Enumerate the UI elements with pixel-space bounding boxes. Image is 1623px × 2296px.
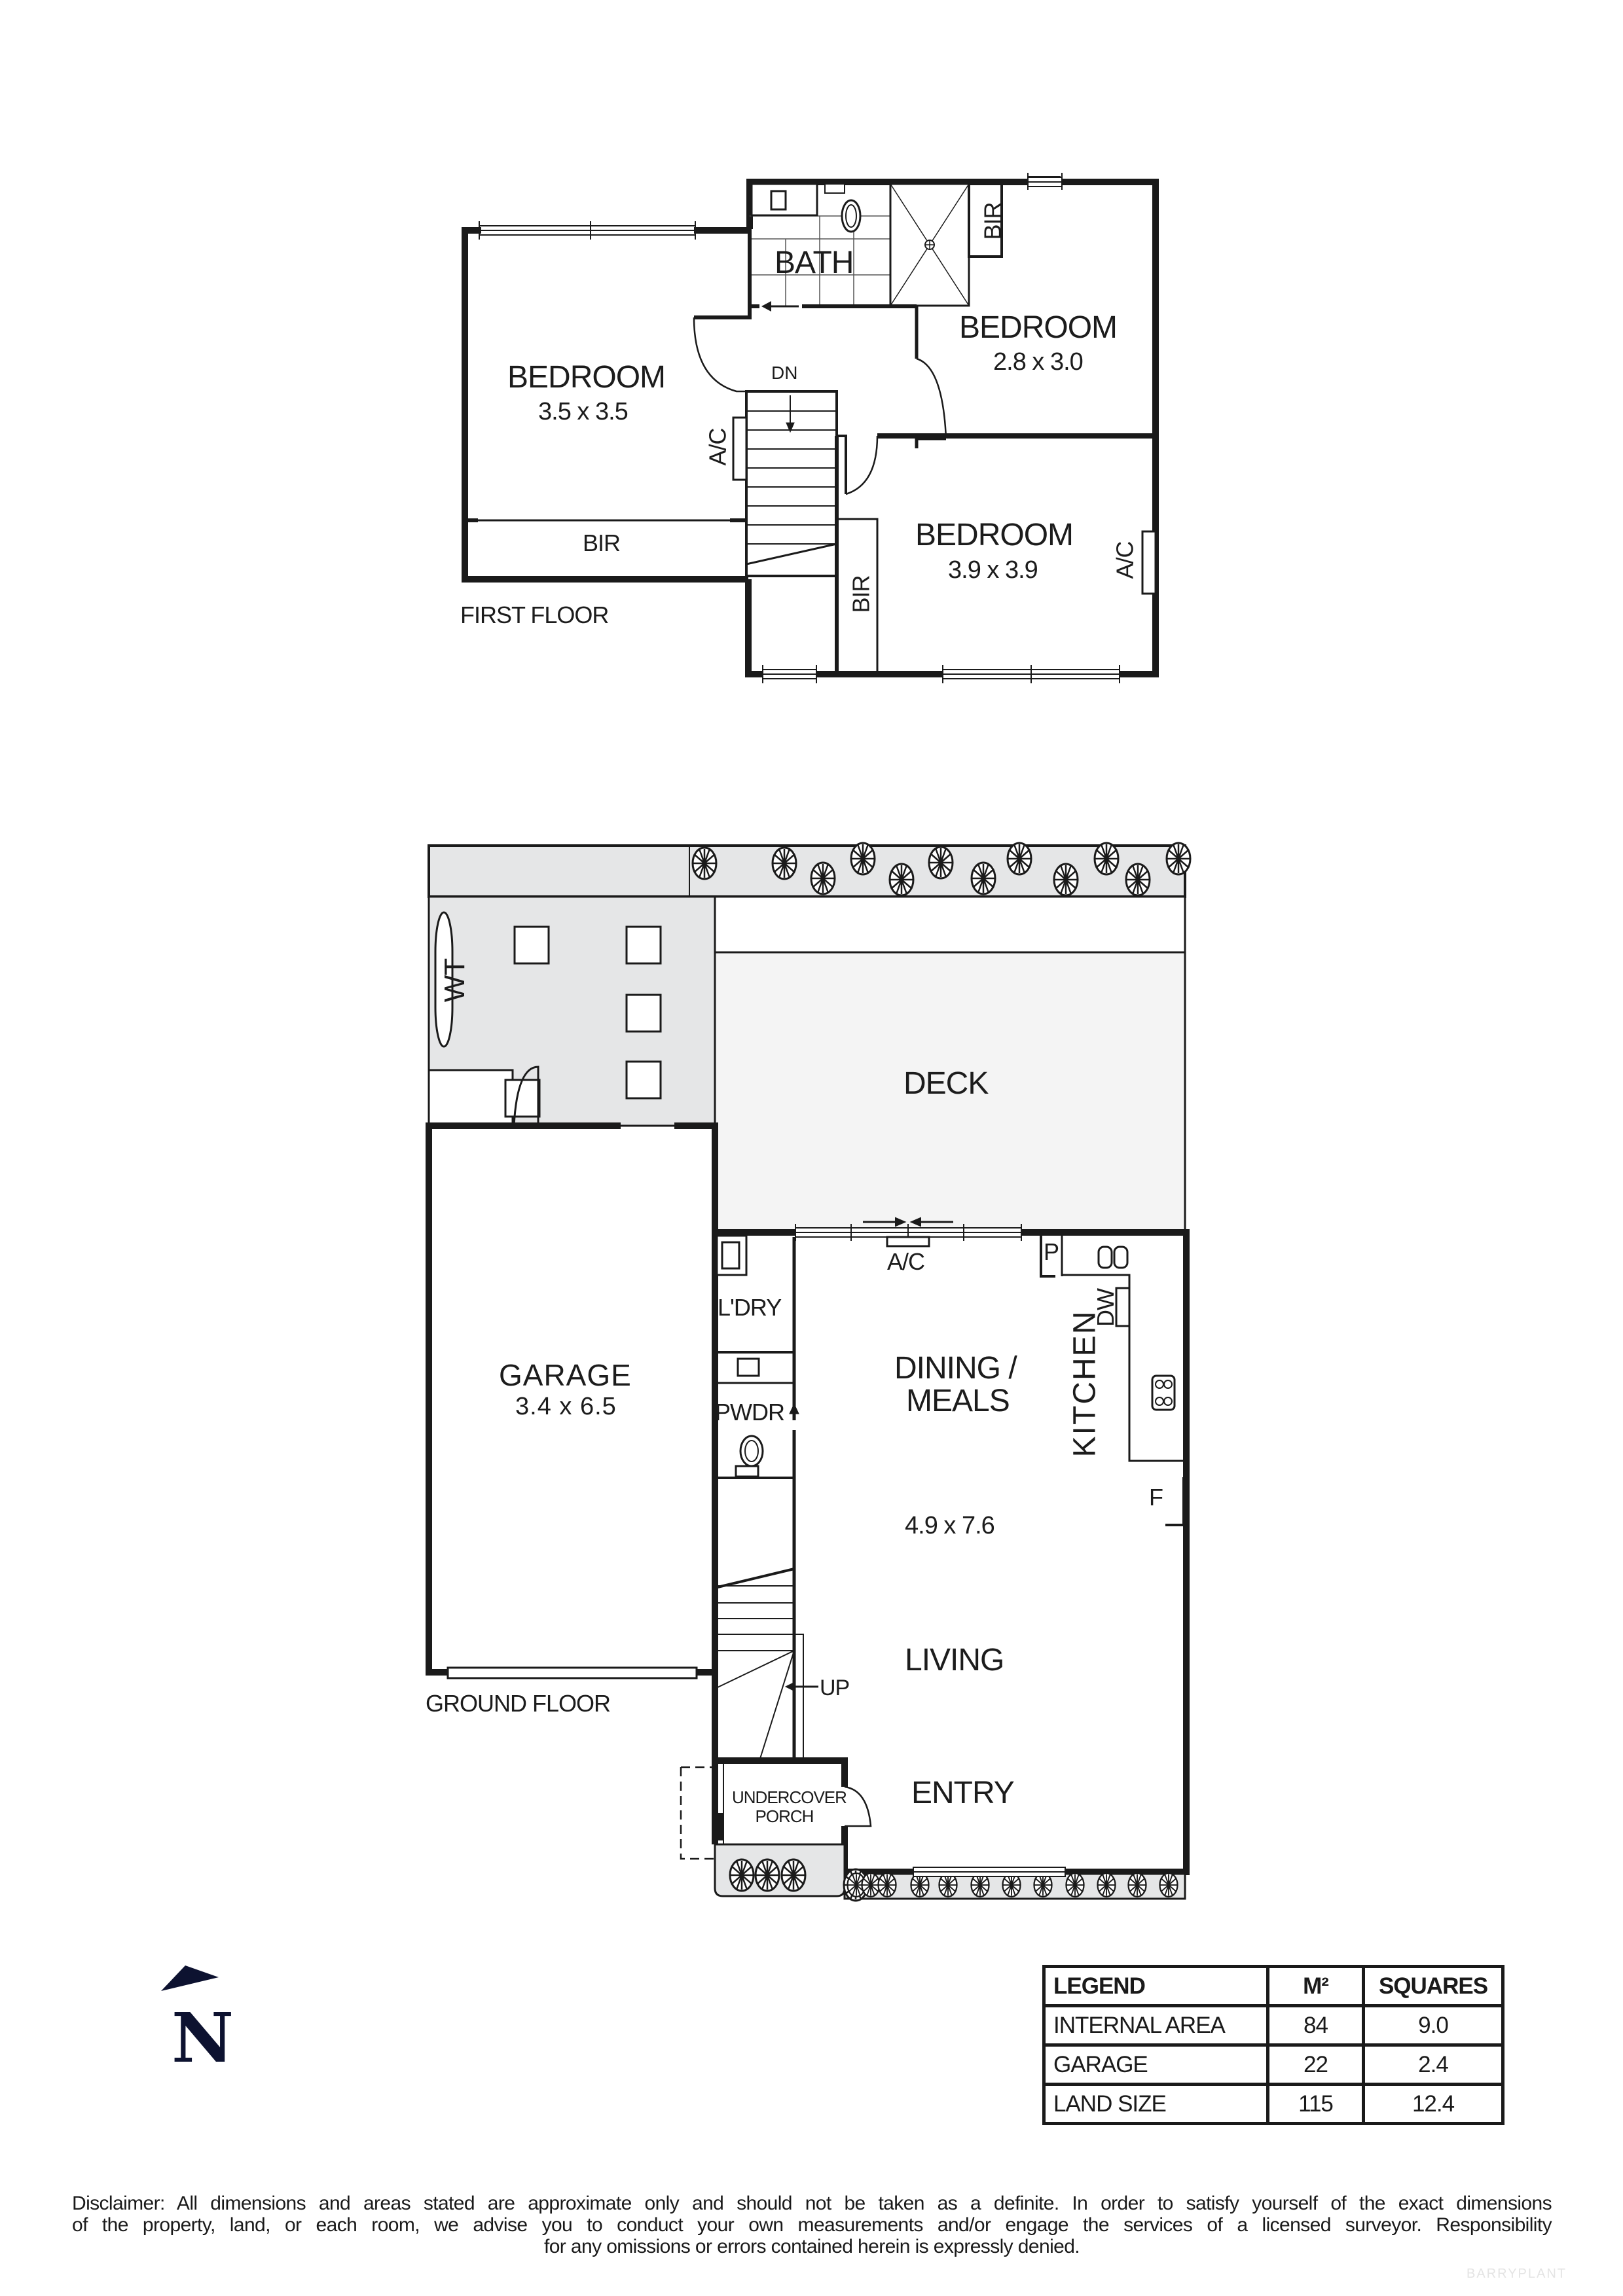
room-label-bedroom-right-bottom: BEDROOM bbox=[915, 518, 1074, 552]
room-dims-bedroom-right-bottom: 3.9 x 3.9 bbox=[948, 556, 1038, 584]
north-arrow-icon bbox=[161, 1965, 219, 1991]
disclaimer-line-3: for any omissions or errors contained he… bbox=[543, 2236, 1080, 2257]
stairs-first-floor bbox=[745, 390, 838, 577]
room-label-bath: BATH bbox=[775, 245, 854, 280]
legend-row-squares: 2.4 bbox=[1362, 2043, 1504, 2086]
floor-label-first: FIRST FLOOR bbox=[460, 601, 609, 628]
room-label-bedroom-right-top: BEDROOM bbox=[959, 310, 1118, 345]
room-label-porch: UNDERCOVER PORCH bbox=[732, 1788, 847, 1826]
porch-line-1: UNDERCOVER bbox=[732, 1787, 847, 1807]
ground-floor-plan bbox=[426, 842, 1192, 1902]
pantry-label: P bbox=[1044, 1238, 1059, 1265]
fridge-label: F bbox=[1149, 1484, 1163, 1511]
room-label-dining: DINING / bbox=[894, 1351, 1017, 1386]
legend-row-label: LAND SIZE bbox=[1042, 2083, 1269, 2125]
room-dims-living: 4.9 x 7.6 bbox=[905, 1512, 995, 1539]
ac-label-bedroom: A/C bbox=[1111, 541, 1139, 579]
room-label-entry: ENTRY bbox=[911, 1776, 1015, 1810]
laundry-powder-column bbox=[716, 1234, 799, 1761]
window-bottom-first-floor bbox=[762, 665, 1120, 683]
floor-label-ground: GROUND FLOOR bbox=[426, 1690, 611, 1717]
disclaimer-line-2: of the property, land, or each room, we … bbox=[72, 2214, 1552, 2236]
legend-row-squares: 9.0 bbox=[1362, 2004, 1504, 2047]
stair-direction-up: UP bbox=[820, 1676, 850, 1700]
room-label-bedroom-left: BEDROOM bbox=[507, 360, 666, 395]
room-dims-bedroom-right-top: 2.8 x 3.0 bbox=[993, 348, 1084, 376]
room-label-living: LIVING bbox=[905, 1643, 1004, 1677]
room-dims-garage: 3.4 x 6.5 bbox=[515, 1393, 617, 1420]
room-label-garage: GARAGE bbox=[499, 1358, 632, 1392]
bir-label-top: BIR bbox=[979, 202, 1006, 240]
stair-direction-down: DN bbox=[771, 363, 798, 383]
brand-watermark: BARRYPLANT bbox=[1467, 2267, 1567, 2281]
water-tank-label: WT bbox=[439, 958, 471, 1003]
door-arrow-icon bbox=[789, 1403, 799, 1414]
legend-row-m2: 115 bbox=[1266, 2083, 1365, 2125]
bir-label-left: BIR bbox=[583, 529, 621, 556]
legend-row-label: GARAGE bbox=[1042, 2043, 1269, 2086]
window-bedroom-2 bbox=[1027, 173, 1063, 190]
disclaimer-line-1: Disclaimer: All dimensions and areas sta… bbox=[72, 2193, 1552, 2214]
room-label-laundry: L'DRY bbox=[718, 1294, 782, 1321]
legend-row-m2: 22 bbox=[1266, 2043, 1365, 2086]
legend-row: LAND SIZE 115 12.4 bbox=[1042, 2083, 1504, 2125]
ac-label-stair: A/C bbox=[704, 428, 731, 466]
room-label-meals: MEALS bbox=[906, 1384, 1010, 1418]
legend-row: GARAGE 22 2.4 bbox=[1042, 2043, 1504, 2086]
legend-header-squares: SQUARES bbox=[1362, 1965, 1504, 2007]
first-floor-plan bbox=[462, 173, 1159, 683]
legend-row-squares: 12.4 bbox=[1362, 2083, 1504, 2125]
stairs-ground-floor bbox=[714, 1568, 818, 1761]
compass-north-label: N bbox=[172, 1998, 234, 2078]
legend-row: INTERNAL AREA 84 9.0 bbox=[1042, 2004, 1504, 2047]
window-left-bedroom bbox=[479, 221, 696, 240]
room-label-kitchen: KITCHEN bbox=[1067, 1310, 1103, 1458]
window-entry bbox=[913, 1867, 1066, 1877]
legend-row-label: INTERNAL AREA bbox=[1042, 2004, 1269, 2047]
legend-header-label: LEGEND bbox=[1042, 1965, 1269, 2007]
kitchen-fixtures bbox=[1040, 1234, 1185, 1526]
room-dims-bedroom-left: 3.5 x 3.5 bbox=[538, 398, 629, 425]
legend-header-m2: M² bbox=[1266, 1965, 1365, 2007]
room-label-deck: DECK bbox=[903, 1066, 989, 1101]
area-legend-table: LEGEND M² SQUARES INTERNAL AREA 84 9.0 G… bbox=[1042, 1965, 1504, 2125]
bir-label-center: BIR bbox=[847, 575, 875, 613]
door-arrow-icon bbox=[761, 301, 771, 312]
room-label-powder: PWDR bbox=[715, 1399, 785, 1426]
disclaimer-text: Disclaimer: All dimensions and areas sta… bbox=[72, 2193, 1552, 2257]
legend-header-row: LEGEND M² SQUARES bbox=[1042, 1965, 1504, 2007]
porch-line-2: PORCH bbox=[755, 1806, 814, 1826]
sliding-door-deck bbox=[795, 1217, 1022, 1247]
ac-label-ground: A/C bbox=[887, 1248, 925, 1275]
bath-fixtures bbox=[750, 183, 1003, 307]
legend-row-m2: 84 bbox=[1266, 2004, 1365, 2047]
